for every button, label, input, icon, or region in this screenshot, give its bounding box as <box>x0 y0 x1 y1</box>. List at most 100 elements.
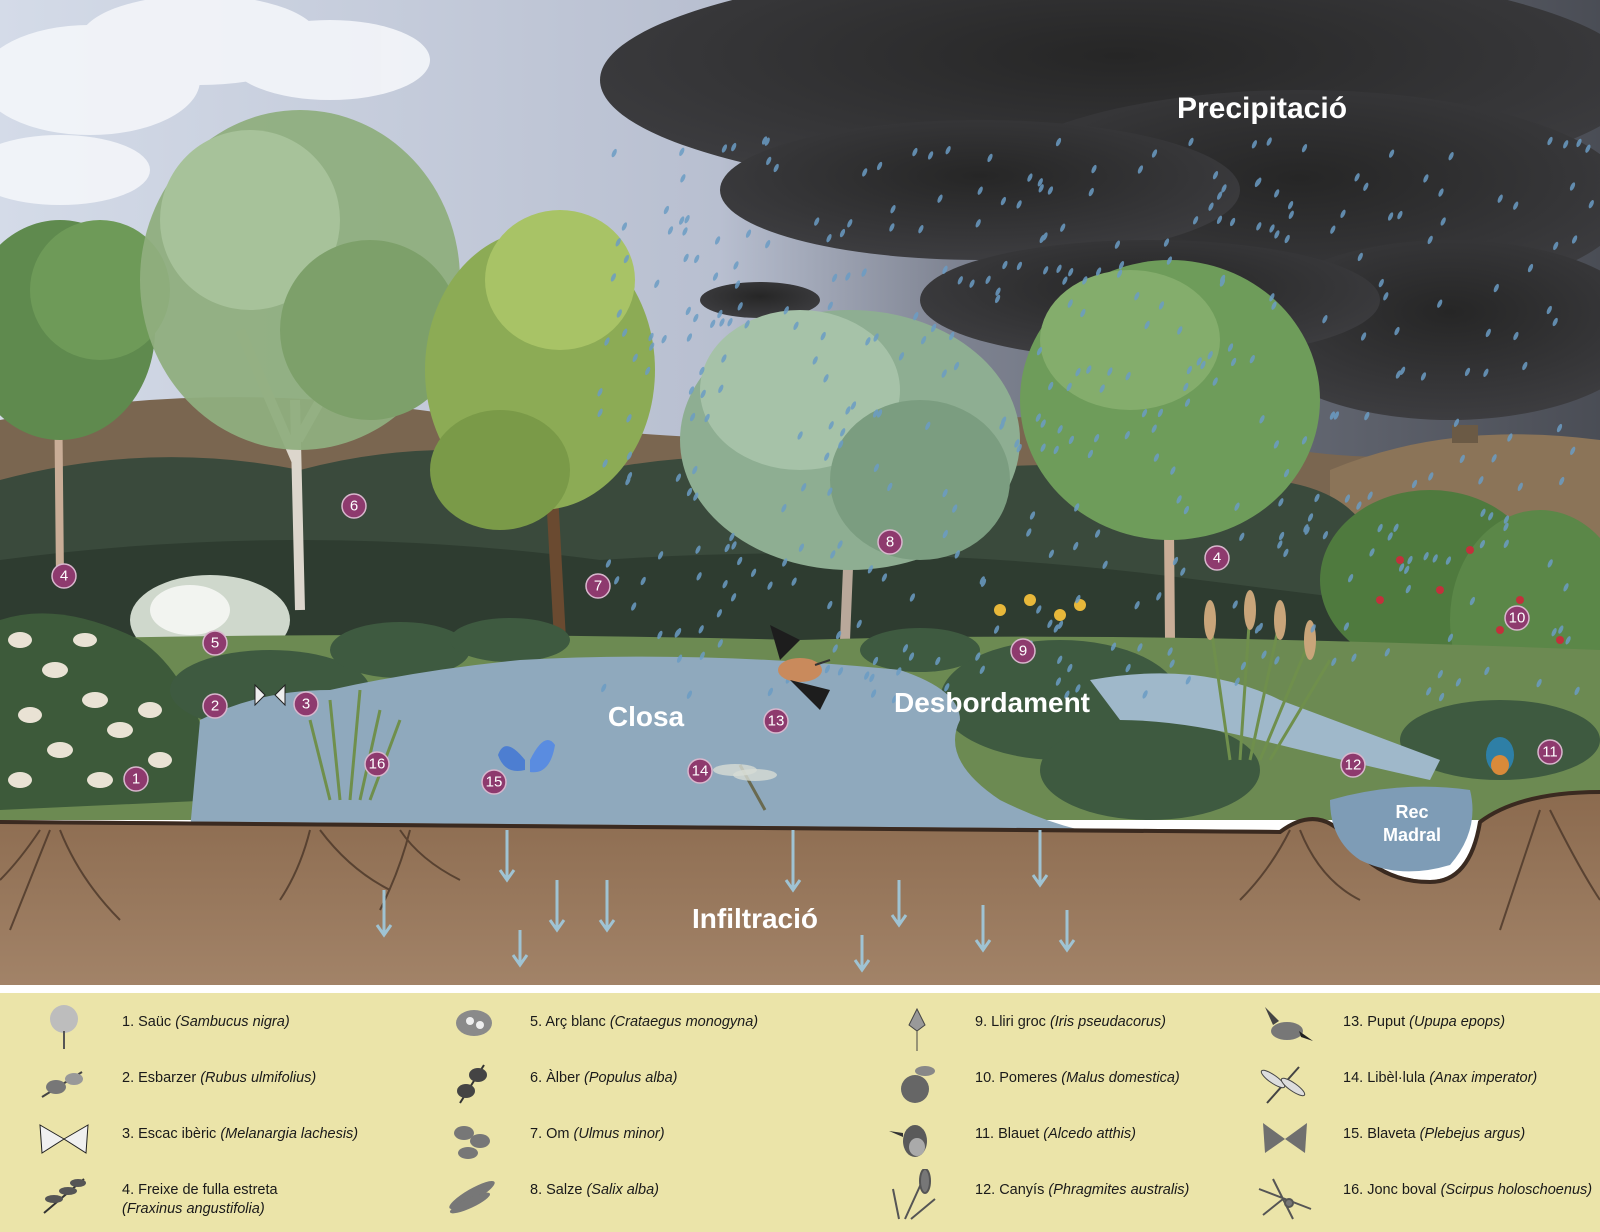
legend-common-name: Escac ibèric <box>138 1126 217 1142</box>
rain-drop <box>694 254 700 264</box>
rain-drop <box>1170 466 1176 475</box>
rain-drop <box>683 253 689 263</box>
rain-drop <box>1485 328 1491 338</box>
rain-drop <box>839 228 846 238</box>
rain-drop <box>870 689 877 698</box>
rain-drop <box>783 306 789 315</box>
species-marker: 3 <box>293 691 319 717</box>
legend-common-name: Puput <box>1367 1014 1406 1030</box>
rain-drop <box>823 374 829 383</box>
rain-drop <box>1266 137 1272 146</box>
rain-drop <box>1364 411 1370 421</box>
species-marker: 5 <box>202 630 228 656</box>
rain-drop <box>1340 209 1346 218</box>
closa-label: Closa <box>608 701 685 732</box>
rain-drop <box>837 667 844 676</box>
rain-drop <box>898 352 905 361</box>
rain-drop <box>1269 224 1275 233</box>
rain-drop <box>1556 423 1563 433</box>
legend-latin-name: (Melanargia lachesis) <box>220 1126 359 1142</box>
rain-drop <box>864 671 870 680</box>
legend-label: 8. Salze (Salix alba) <box>530 1181 659 1200</box>
rain-drop <box>686 333 693 342</box>
rain-drop <box>840 428 846 437</box>
rain-drop <box>1351 653 1357 662</box>
legend-latin-name: (Crataegus monogyna) <box>609 1014 759 1030</box>
rain-drop <box>1407 555 1413 565</box>
legend-label: 11. Blauet (Alcedo atthis) <box>975 1125 1136 1144</box>
legend-item: 1. Saüc (Sambucus nigra) <box>32 1001 412 1057</box>
rain-drop <box>1037 178 1043 187</box>
rain-drop <box>1073 541 1079 551</box>
willow-icon <box>440 1169 504 1221</box>
rain-drop <box>979 665 985 674</box>
rain-drop <box>891 695 898 704</box>
rain-drop <box>791 577 797 586</box>
rain-drop <box>1232 600 1238 609</box>
rain-drop <box>887 482 893 492</box>
rain-drop <box>601 683 607 693</box>
rain-drop <box>730 593 737 602</box>
rain-drop <box>693 492 699 501</box>
rain-drop <box>1080 308 1086 318</box>
rain-drop <box>867 565 874 574</box>
legend-label: 12. Canyís (Phragmites australis) <box>975 1181 1189 1200</box>
rain-drop <box>733 261 739 270</box>
rain-drop <box>611 148 617 158</box>
rain-drop <box>1344 494 1351 503</box>
species-marker-circle <box>1204 545 1230 571</box>
rain-drop <box>1036 347 1043 356</box>
rain-drop <box>761 136 768 145</box>
legend-item: 5. Arç blanc (Crataegus monogyna) <box>440 1001 820 1057</box>
rain-drop <box>597 408 603 417</box>
species-marker-circle <box>763 708 789 734</box>
rain-drop <box>1565 636 1571 645</box>
species-marker-number: 6 <box>350 498 358 515</box>
rain-drop <box>953 361 960 371</box>
rain-drop <box>1208 202 1214 211</box>
rain-drop <box>1552 317 1558 327</box>
rain-drop <box>773 163 779 173</box>
species-marker-number: 5 <box>211 635 219 652</box>
hill-castle <box>1452 425 1478 443</box>
rain-drop <box>824 452 830 461</box>
rain-drop <box>1256 177 1262 186</box>
rain-drop <box>865 337 871 346</box>
rain-drop <box>1569 182 1576 191</box>
rain-drop <box>621 222 628 231</box>
rain-drop <box>1469 596 1476 606</box>
rain-drop <box>1027 173 1033 182</box>
rain-drop <box>1066 382 1072 392</box>
rain-drop <box>640 576 646 586</box>
rain-drop <box>826 234 832 243</box>
rain-drop <box>1484 666 1490 676</box>
dragonfly <box>713 764 777 811</box>
legend-common-name: Om <box>546 1126 570 1142</box>
rain-drop <box>712 272 719 281</box>
rain-drop <box>1503 522 1509 532</box>
rain-drop <box>1035 413 1041 422</box>
rain-drop <box>1411 479 1418 489</box>
rain-drop <box>676 654 683 663</box>
legend-common-name: Lliri groc <box>991 1014 1046 1030</box>
rain-drop <box>850 401 857 410</box>
rain-drop <box>604 337 610 346</box>
rain-drop <box>767 581 773 590</box>
legend-label: 10. Pomeres (Malus domestica) <box>975 1069 1180 1088</box>
rain-drop <box>717 639 723 648</box>
iris-icon <box>885 1001 949 1053</box>
rain-drop <box>1254 625 1261 634</box>
rain-drop <box>625 476 631 486</box>
rain-drop <box>1169 659 1175 668</box>
rain-drop <box>1553 241 1559 251</box>
rain-drop <box>631 602 637 611</box>
species-marker-number: 8 <box>886 534 894 551</box>
rain-drop <box>692 465 698 475</box>
rain-drop <box>1053 445 1059 455</box>
rain-drop <box>845 272 851 281</box>
legend-number: 3. <box>122 1126 135 1142</box>
rain-drop <box>750 568 757 577</box>
rain-drop <box>845 406 851 415</box>
rain-drop <box>1091 164 1097 174</box>
